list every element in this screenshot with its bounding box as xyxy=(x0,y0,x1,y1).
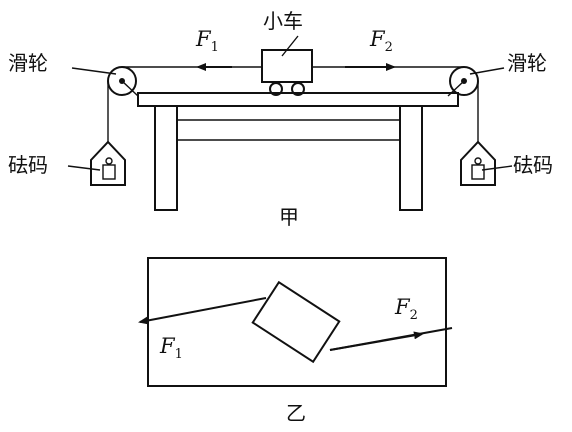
right-pulley xyxy=(447,66,479,97)
force-arrow-f1-b xyxy=(138,297,267,325)
cart-body xyxy=(261,49,313,83)
force-subscript: 2 xyxy=(410,308,418,323)
diagram-b: F1 F2 乙 xyxy=(138,257,453,425)
force-subscript: 1 xyxy=(175,347,183,362)
left-pulley-leader xyxy=(71,67,117,75)
cart-wheel-right xyxy=(291,82,305,96)
right-weight-label: 砝码 xyxy=(513,153,553,177)
force-subscript: 2 xyxy=(385,40,393,55)
cart-label: 小车 xyxy=(263,9,303,33)
force-label-f2-a: F2 xyxy=(369,27,393,55)
left-weight xyxy=(90,140,126,186)
frame-b xyxy=(147,257,447,387)
force-arrow-f2-b xyxy=(329,331,424,351)
card xyxy=(251,280,341,364)
force-symbol: F xyxy=(394,295,411,319)
table-top xyxy=(137,92,459,107)
right-pulley-label: 滑轮 xyxy=(507,51,547,75)
left-pulley-label: 滑轮 xyxy=(8,51,48,75)
force-subscript: 1 xyxy=(211,40,219,55)
table-leg-left xyxy=(154,105,178,211)
left-weight-leader xyxy=(67,165,101,171)
force-symbol: F xyxy=(369,27,386,51)
right-weight xyxy=(460,140,496,186)
force-label-f1-a: F1 xyxy=(195,27,219,55)
right-pulley-leader xyxy=(469,67,505,75)
diagram-a: 小车 滑轮 滑轮 砝码 砝码 F1 F2 甲 xyxy=(8,9,553,229)
caption-a: 甲 xyxy=(279,205,299,229)
force-symbol: F xyxy=(195,27,212,51)
table-leg-right xyxy=(399,105,423,211)
caption-b: 乙 xyxy=(286,401,306,425)
force-symbol: F xyxy=(159,334,176,358)
force-label-f2-b: F2 xyxy=(394,295,418,323)
cart xyxy=(261,49,313,96)
table xyxy=(137,92,459,211)
left-weight-label: 砝码 xyxy=(8,153,48,177)
cart-wheel-left xyxy=(269,82,283,96)
right-weight-leader xyxy=(481,165,513,171)
cart-leader xyxy=(281,35,299,57)
force-label-f1-b: F1 xyxy=(159,334,183,362)
left-pulley xyxy=(107,66,139,97)
